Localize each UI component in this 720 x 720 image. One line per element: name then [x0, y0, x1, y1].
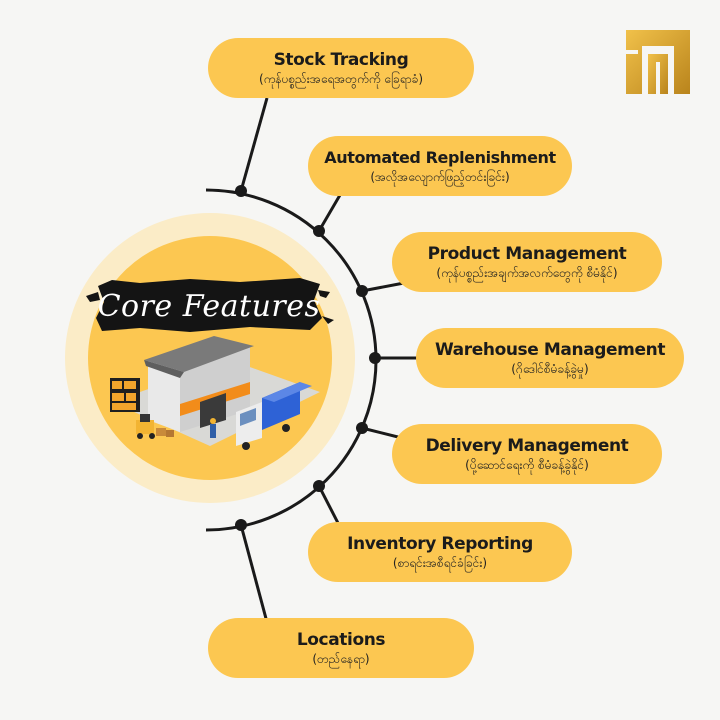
connector-line-automated-replenishment: [317, 194, 342, 232]
feature-subtitle: (ပို့ဆောင်ရေးကို စီမံခန့်ခွဲနိုင်): [465, 458, 589, 472]
feature-product-management: Product Management (ကုန်ပစ္စည်းအချက်အလက်…: [392, 232, 662, 292]
feature-warehouse-management: Warehouse Management (ဂိုဒေါင်စီမံခန့်ခွ…: [416, 328, 684, 388]
feature-subtitle: (ဂိုဒေါင်စီမံခန့်ခွဲမှု): [511, 362, 589, 376]
feature-title: Warehouse Management: [434, 340, 666, 360]
feature-subtitle: (ကုန်ပစ္စည်းအရေအတွက်ကို ခြေရာခံ): [258, 72, 424, 86]
building-logo-icon: [626, 30, 690, 94]
connector-line-locations: [239, 524, 270, 627]
arc-node-7: [235, 519, 247, 531]
feature-delivery-management: Delivery Management (ပို့ဆောင်ရေးကို စီမ…: [392, 424, 662, 484]
arc-node-6: [313, 480, 325, 492]
feature-subtitle: (အလိုအလျောက်ဖြည့်တင်းခြင်း): [370, 170, 510, 184]
feature-subtitle: (တည်နေရာ): [312, 652, 370, 666]
feature-inventory-reporting: Inventory Reporting (စာရင်းအစီရင်ခံခြင်း…: [308, 522, 572, 582]
feature-locations: Locations (တည်နေရာ): [208, 618, 474, 678]
core-features-title: Core Features: [97, 289, 321, 324]
warehouse-illustration: [110, 336, 320, 450]
arc-node-4: [369, 352, 381, 364]
feature-title: Stock Tracking: [273, 50, 409, 70]
arc-node-2: [313, 225, 325, 237]
arc-node-1: [235, 185, 247, 197]
feature-stock-tracking: Stock Tracking (ကုန်ပစ္စည်းအရေအတွက်ကို ခ…: [208, 38, 474, 98]
core-features-banner: [86, 278, 334, 332]
connector-line-stock-tracking: [239, 97, 269, 192]
arc-node-5: [356, 422, 368, 434]
arc-node-3: [356, 285, 368, 297]
feature-title: Delivery Management: [425, 436, 629, 456]
feature-subtitle: (စာရင်းအစီရင်ခံခြင်း): [392, 556, 488, 570]
connector-line-inventory-reporting: [317, 485, 340, 524]
connector-line-product-management: [361, 281, 405, 293]
feature-automated-replenishment: Automated Replenishment (အလိုအလျောက်ဖြည့…: [308, 136, 572, 196]
feature-subtitle: (ကုန်ပစ္စည်းအချက်အလက်တွေကို စီမံနိုင်): [436, 266, 618, 280]
feature-title: Inventory Reporting: [347, 534, 533, 554]
feature-title: Product Management: [427, 244, 627, 264]
feature-title: Automated Replenishment: [324, 148, 556, 167]
connector-line-delivery-management: [361, 426, 403, 440]
feature-title: Locations: [296, 630, 386, 650]
